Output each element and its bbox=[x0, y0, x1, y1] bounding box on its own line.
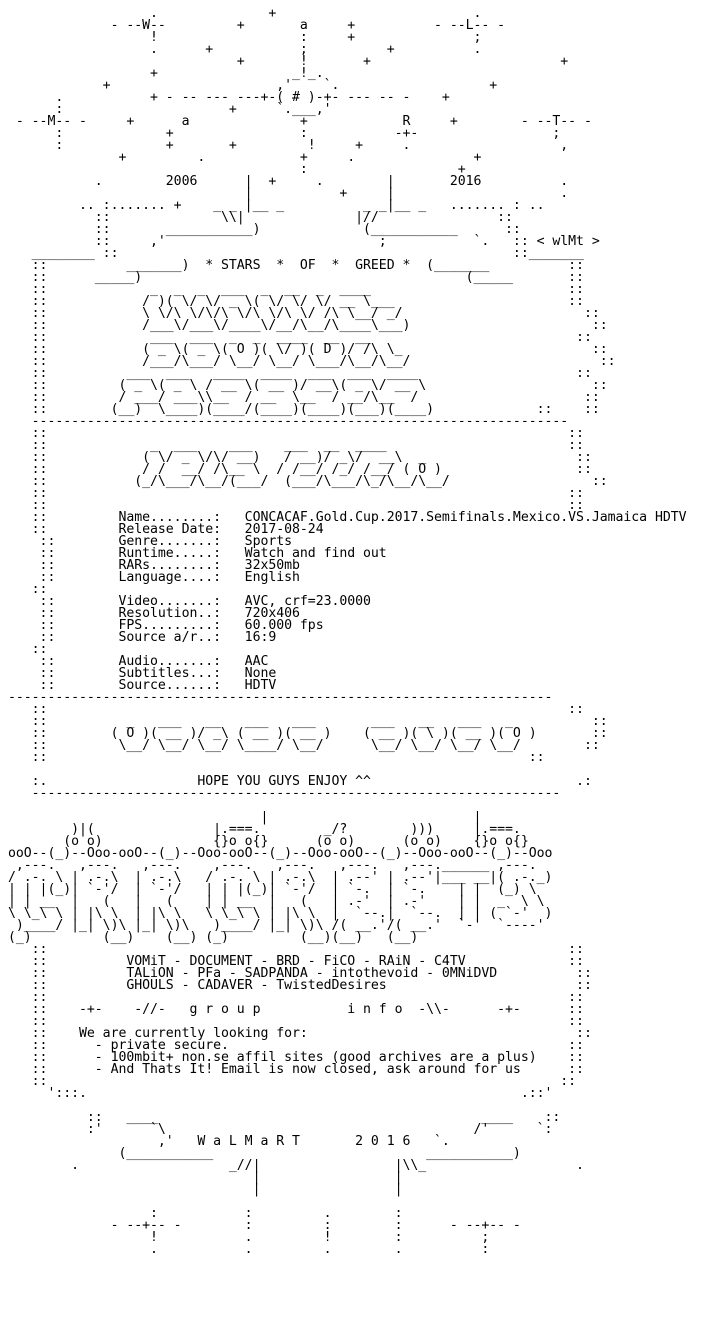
info-line-source: :: Source......: HDTV bbox=[8, 678, 277, 693]
info-line-audio: :: Audio.......: AAC bbox=[8, 654, 269, 669]
release-title-art: :: :: :: _ ___ ___ ___ __ ____ :: :: ( \… bbox=[31, 426, 608, 513]
groups-info-block: :: :: :: VOMiT - DOCUMENT - BRD - FiCO -… bbox=[31, 942, 592, 1101]
info-line-fps: :: FPS.........: 60.000 fps bbox=[8, 618, 324, 633]
enjoy-line: :. HOPE YOU GUYS ENJOY ^^ .: bbox=[8, 774, 592, 789]
release-logo-art: :: _ _ _ ___ _ __ _ ____ :: :: / )( \/ \… bbox=[31, 282, 616, 417]
info-line-release-date: :: Release Date: 2017-08-24 bbox=[8, 522, 324, 537]
info-line-name: :: Name........: CONCACAF.Gold.Cup.2017.… bbox=[8, 510, 687, 525]
info-line-rars: :: RARs........: 32x50mb bbox=[8, 558, 300, 573]
info-line-video: :: Video.......: AVC, crf=23.0000 bbox=[8, 594, 371, 609]
separator-line: ----------------------------------------… bbox=[8, 786, 561, 801]
separator-line: ----------------------------------------… bbox=[8, 414, 569, 429]
nfo-art: . + . - --W-- + a + - --L-- - ! : + ; . … bbox=[8, 6, 687, 1257]
faces-art: | | )|( |.===. _/? ))) |.===. (o o) {}o … bbox=[8, 810, 553, 861]
info-line-subtitles: :: Subtitles...: None bbox=[8, 666, 277, 681]
info-line-source-ar: :: Source a/r..: 16:9 bbox=[8, 630, 277, 645]
header-starfield-art: . + . - --W-- + a + - --L-- - ! : + ; . … bbox=[15, 6, 600, 285]
info-line-resolution: :: Resolution..: 720x406 bbox=[8, 606, 300, 621]
info-spacer: :: bbox=[8, 582, 48, 597]
info-line-genre: :: Genre.......: Sports bbox=[8, 534, 293, 549]
info-spacer: :: bbox=[8, 642, 48, 657]
info-line-runtime: :: Runtime.....: Watch and find out bbox=[8, 546, 387, 561]
notes-title-art: :: :: :: _ ___ __ ___ ___ ___ __ ___ _ :… bbox=[31, 702, 608, 765]
footer-art: :: ____ ____ :: :' `\ /' `: ,' W a L M a… bbox=[71, 1110, 584, 1257]
info-line-language: :: Language....: English bbox=[8, 570, 300, 585]
separator-line: ----------------------------------------… bbox=[8, 690, 553, 705]
group-logo-art: ,---. ,---. ,---. ,---. ,---. ,---. ,---… bbox=[8, 858, 553, 945]
